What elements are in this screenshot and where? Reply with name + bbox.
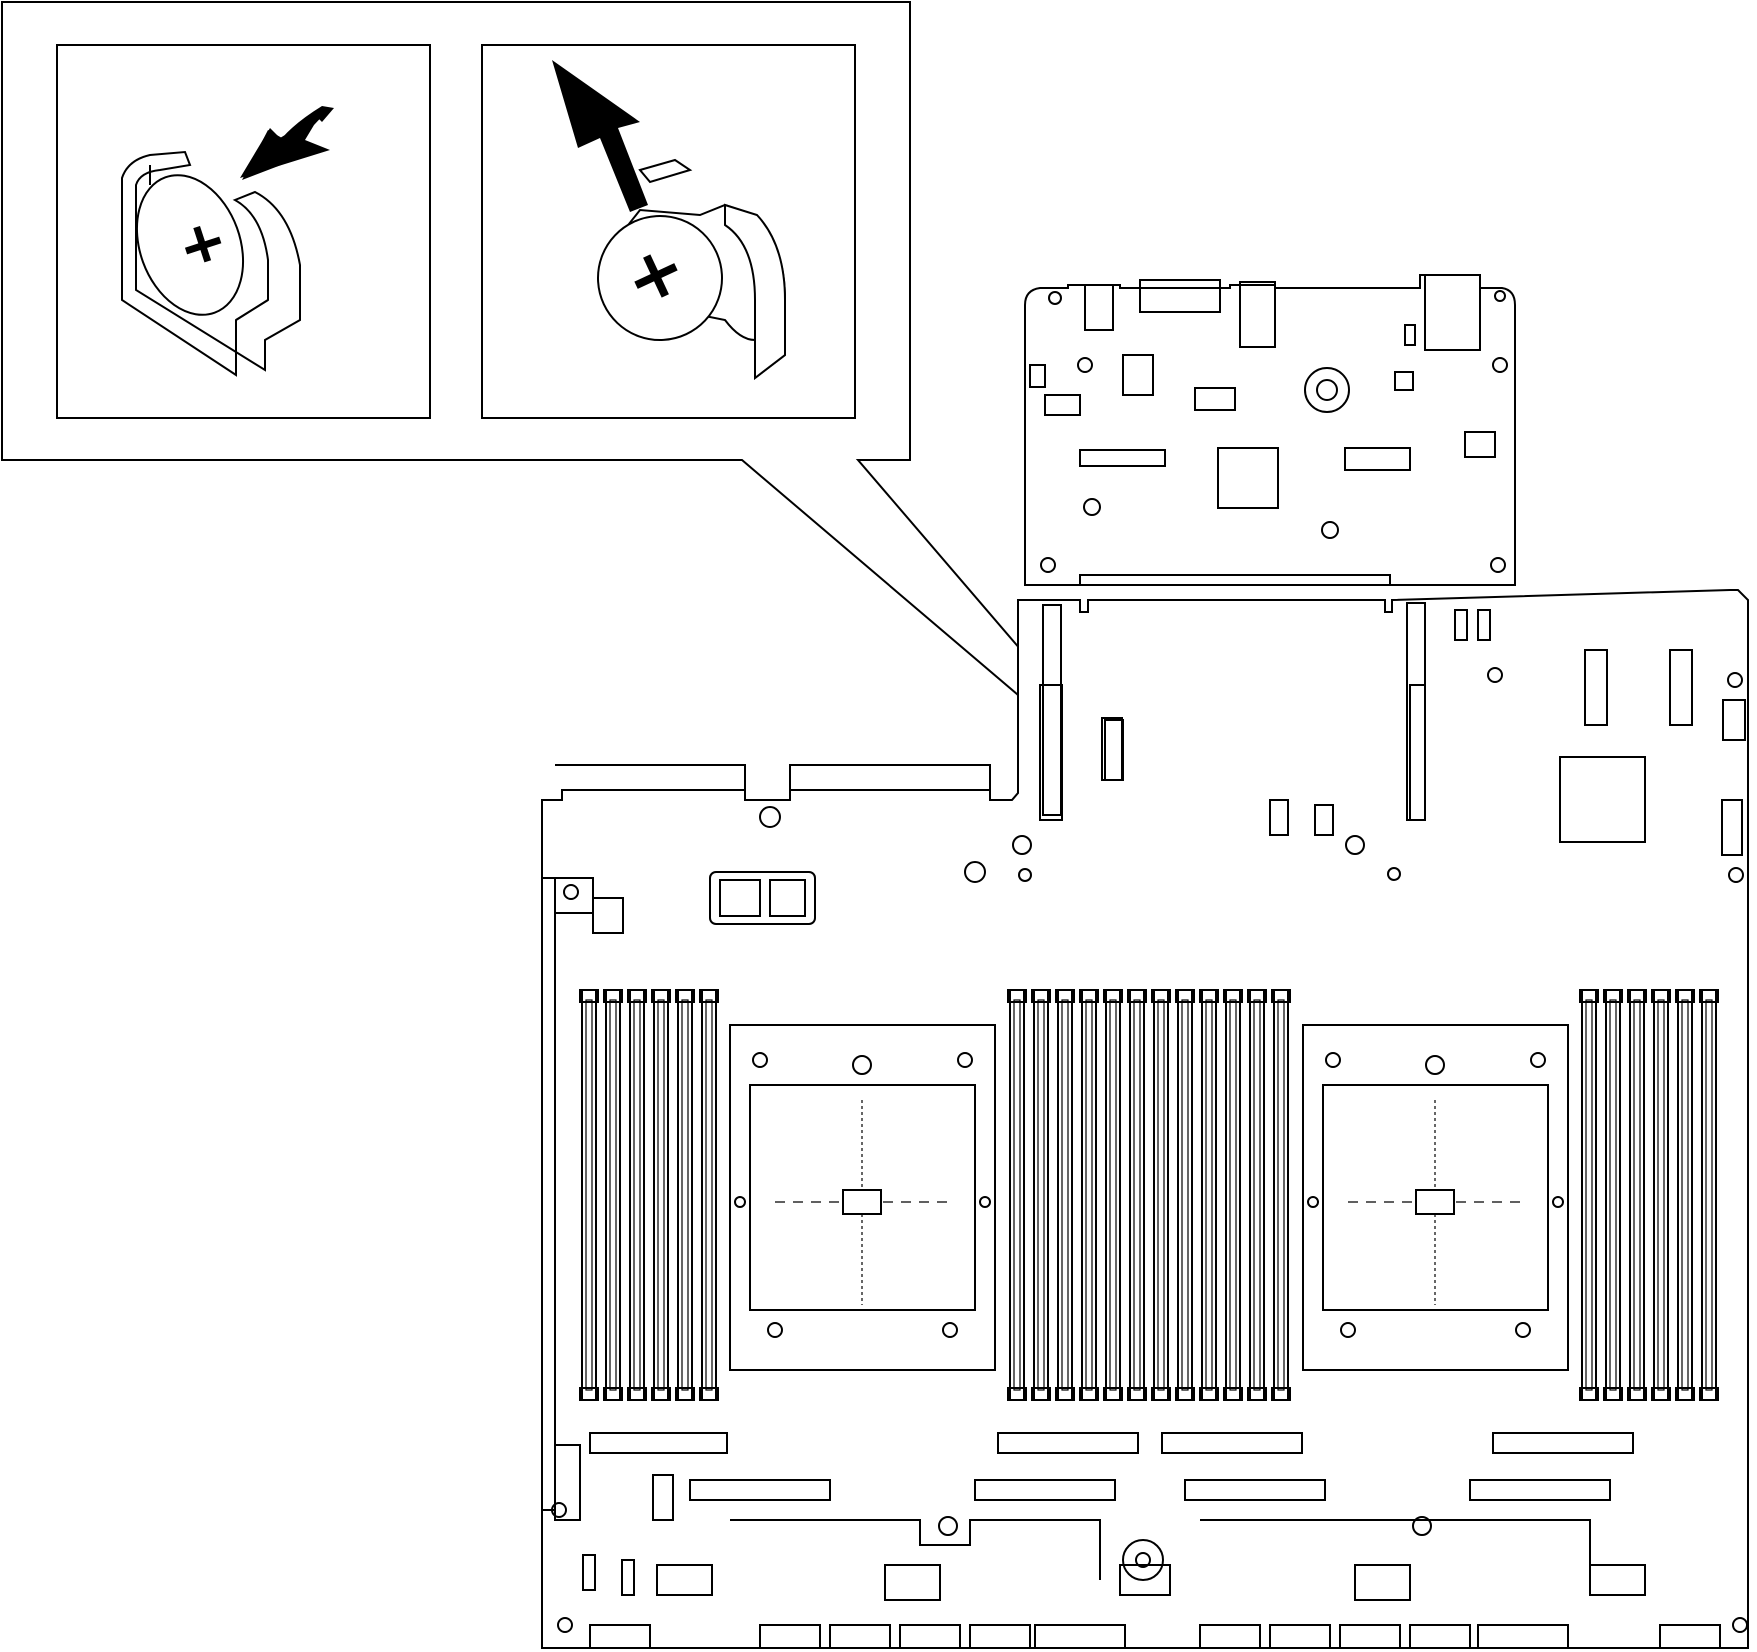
- dimm-slot: [1103, 989, 1123, 1401]
- dimm-slot: [1675, 989, 1695, 1401]
- dimm-bank-left: [579, 989, 719, 1401]
- cpu-socket-1: [729, 1024, 996, 1371]
- battery-location: [1101, 717, 1123, 781]
- dimm-slot: [1627, 989, 1647, 1401]
- dimm-slot: [1079, 989, 1099, 1401]
- io-board: [1024, 274, 1516, 586]
- dimm-slot: [1247, 989, 1267, 1401]
- dimm-slot: [1223, 989, 1243, 1401]
- cpu-socket-2: [1302, 1024, 1569, 1371]
- dimm-slot: [1055, 989, 1075, 1401]
- coin-battery-holder-icon: [121, 150, 301, 377]
- dimm-bank-right: [1579, 989, 1719, 1401]
- dimm-slot: [579, 989, 599, 1401]
- dimm-slot: [1651, 989, 1671, 1401]
- dimm-slot: [1699, 989, 1719, 1401]
- callout-panel-remove-battery: +: [481, 44, 856, 419]
- plus-symbol-icon-2: [634, 254, 678, 298]
- remove-arrow-icon: [552, 60, 648, 212]
- dimm-bank-middle: [1007, 989, 1291, 1401]
- callout-box: + +: [1, 1, 1107, 754]
- dimm-slot: [1199, 989, 1219, 1401]
- dimm-slot: [675, 989, 695, 1401]
- dimm-slot: [1031, 989, 1051, 1401]
- dimm-slot: [1007, 989, 1027, 1401]
- dimm-slot: [1603, 989, 1623, 1401]
- plus-symbol-icon: [184, 226, 222, 263]
- dimm-slot: [1127, 989, 1147, 1401]
- dimm-slot: [1151, 989, 1171, 1401]
- system-board: [541, 589, 1749, 1649]
- dimm-slot: [1579, 989, 1599, 1401]
- dimm-slot: [1175, 989, 1195, 1401]
- callout-panel-insert-battery: +: [56, 44, 431, 419]
- dimm-slot: [699, 989, 719, 1401]
- dimm-slot: [1271, 989, 1291, 1401]
- insert-arrow-icon: [240, 106, 334, 180]
- dimm-slot: [627, 989, 647, 1401]
- dimm-slot: [603, 989, 623, 1401]
- dimm-slot: [651, 989, 671, 1401]
